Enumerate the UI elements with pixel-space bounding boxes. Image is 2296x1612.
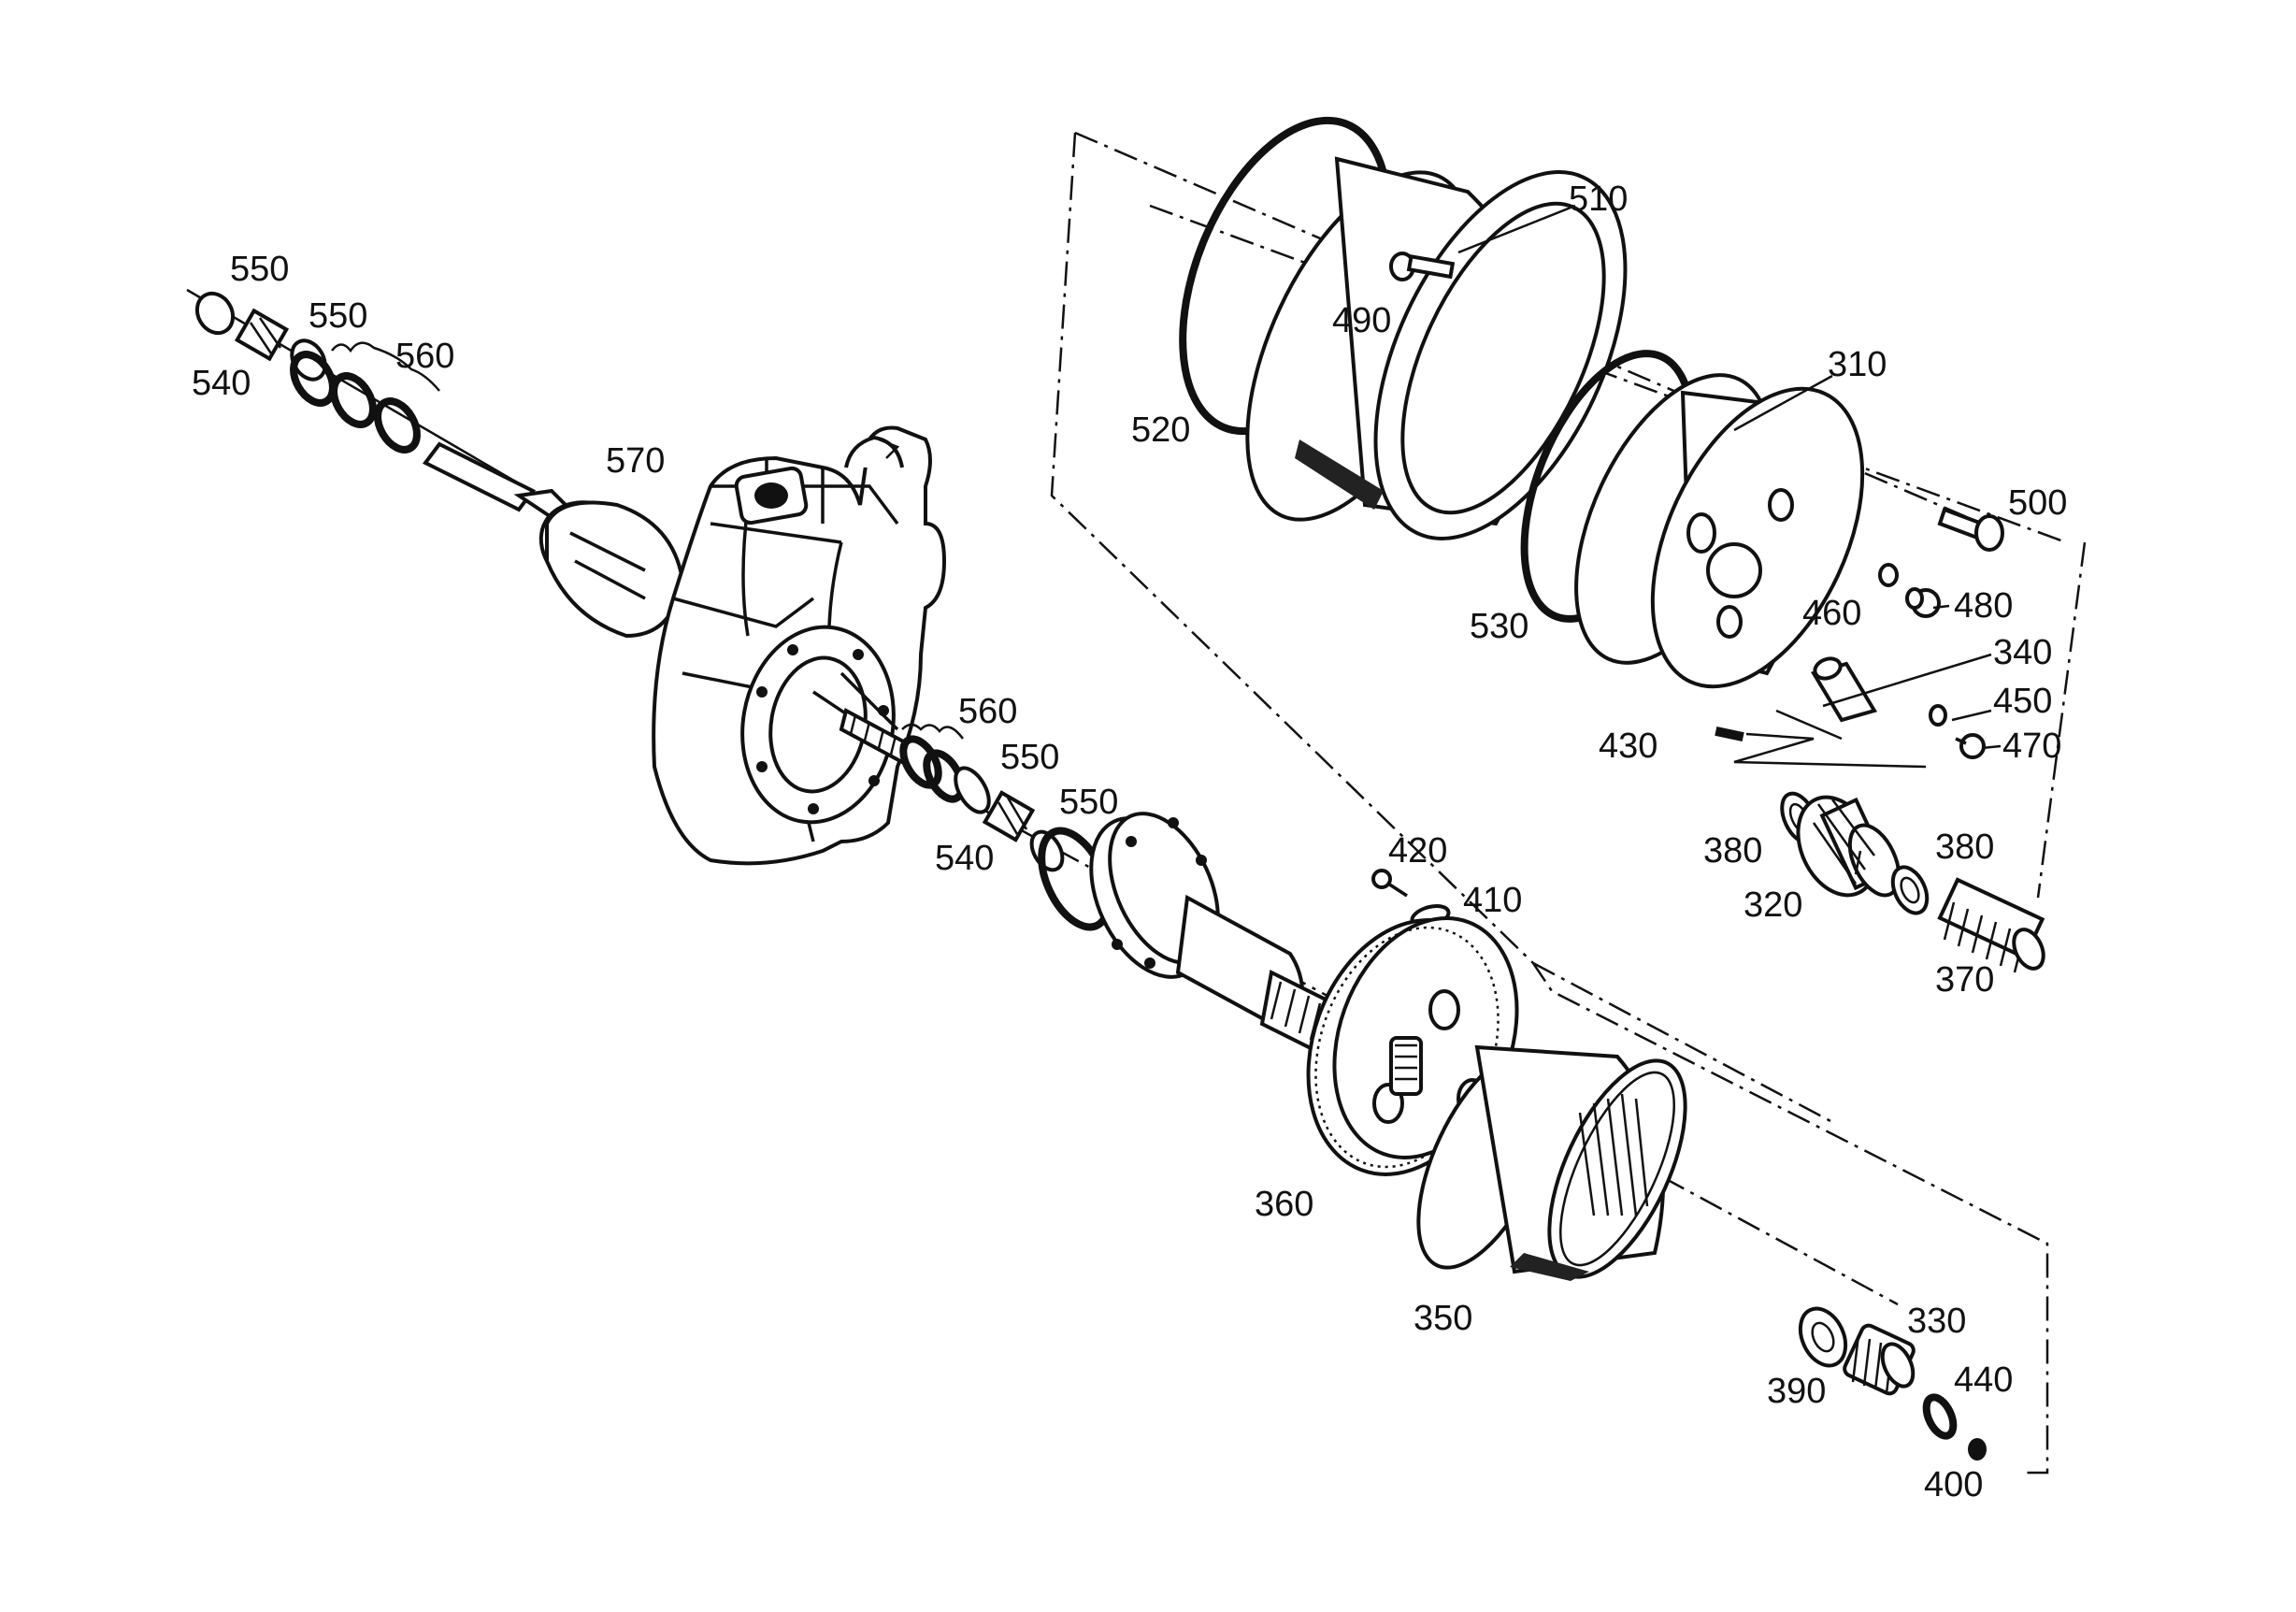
label-490: 490 xyxy=(1332,301,1391,340)
label-520: 520 xyxy=(1131,410,1190,450)
label-350: 350 xyxy=(1413,1299,1472,1338)
label-560-a: 560 xyxy=(395,337,454,376)
label-470: 470 xyxy=(2002,727,2061,766)
planet-pin-340 xyxy=(1810,656,1878,723)
label-410: 410 xyxy=(1463,881,1522,920)
label-460: 460 xyxy=(1802,594,1861,633)
center-axis-shaft xyxy=(186,288,524,488)
thrust-washer-390 xyxy=(1798,1306,1848,1368)
bolt-500 xyxy=(1937,507,2004,552)
label-480: 480 xyxy=(1954,586,2013,626)
label-380-a: 380 xyxy=(1703,831,1762,871)
plug-480 xyxy=(1905,587,1941,618)
label-420: 420 xyxy=(1388,831,1447,871)
o-rings-560-a xyxy=(290,341,440,453)
cover-310 xyxy=(1574,373,1865,689)
bolt-490 xyxy=(1389,252,1456,281)
thrust-washer-380-b xyxy=(1890,865,1930,915)
leader-lines xyxy=(1457,204,2002,875)
label-560-b: 560 xyxy=(958,692,1017,731)
seal-ring-550-c xyxy=(954,766,991,814)
label-400: 400 xyxy=(1924,1465,1983,1504)
drive-shaft-570 xyxy=(422,441,685,639)
bolt-470 xyxy=(1955,733,1986,759)
ring-gear-350 xyxy=(1416,1044,1687,1281)
bolt-420 xyxy=(1371,869,1408,898)
part-labels: 550 550 540 560 570 560 550 550 540 510 … xyxy=(192,180,2067,1504)
seal-450 xyxy=(1929,704,1947,727)
plug-400 xyxy=(1968,1438,1987,1461)
label-390: 390 xyxy=(1767,1372,1826,1411)
label-440: 440 xyxy=(1954,1360,2013,1400)
o-rings-560-b xyxy=(899,723,966,803)
needle-bearing-540-a xyxy=(234,308,290,362)
snap-ring-440 xyxy=(1922,1393,1958,1440)
label-360: 360 xyxy=(1255,1185,1313,1224)
steering-knuckle-housing xyxy=(652,425,947,866)
label-510: 510 xyxy=(1569,180,1628,219)
seal-ring-460 xyxy=(1878,563,1899,587)
label-550-d: 550 xyxy=(1059,783,1118,822)
label-340: 340 xyxy=(1993,633,2052,672)
center-axis-upper xyxy=(1149,204,2087,899)
needle-bearing-370 xyxy=(1937,877,2045,973)
label-540-a: 540 xyxy=(192,364,251,403)
hub-carrier-flange xyxy=(1038,812,1342,1055)
label-380-b: 380 xyxy=(1935,828,1994,867)
guide-leader-340 xyxy=(1733,709,1927,769)
label-550-a: 550 xyxy=(230,250,289,289)
label-540-b: 540 xyxy=(935,839,994,878)
label-500: 500 xyxy=(2008,483,2067,523)
label-570: 570 xyxy=(606,441,665,481)
label-370: 370 xyxy=(1935,960,1994,1000)
needle-bearing-540-b xyxy=(982,790,1036,842)
spring-pin-430 xyxy=(1715,726,1744,742)
label-550-c: 550 xyxy=(1000,738,1059,777)
label-320: 320 xyxy=(1744,885,1802,925)
planet-gear-330 xyxy=(1843,1323,1916,1396)
label-330: 330 xyxy=(1907,1302,1966,1341)
label-450: 450 xyxy=(1993,682,2052,721)
label-550-b: 550 xyxy=(309,296,367,336)
label-430: 430 xyxy=(1599,727,1657,766)
seal-ring-550-a xyxy=(194,291,236,336)
label-530: 530 xyxy=(1470,607,1528,646)
label-310: 310 xyxy=(1828,345,1887,384)
